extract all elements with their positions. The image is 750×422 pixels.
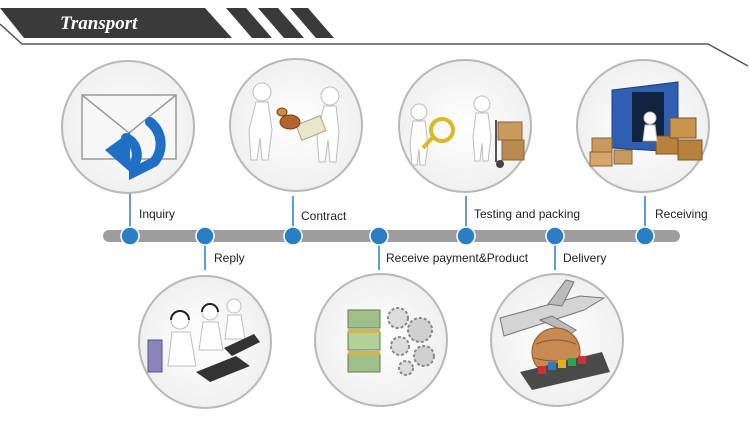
- timeline-nodes: [120, 226, 655, 246]
- node-payment: [369, 226, 389, 246]
- money-gears-icon: [347, 307, 435, 376]
- header: Transport: [0, 8, 749, 67]
- header-banner: [0, 8, 232, 38]
- step-circle-reply: [138, 275, 272, 409]
- step-circle-receiving: [576, 59, 710, 193]
- step-circle-testing: [398, 59, 532, 193]
- node-inquiry: [120, 226, 140, 246]
- contract-handshake-icon: [248, 82, 340, 163]
- container-boxes-icon: [589, 81, 703, 167]
- step-label-testing: Testing and packing: [474, 207, 580, 221]
- step-circle-delivery: [490, 273, 624, 407]
- step-label-contract: Contract: [301, 209, 347, 223]
- header-stripe: [290, 8, 334, 38]
- node-delivery: [545, 226, 565, 246]
- node-receiving: [635, 226, 655, 246]
- call-center-icon: [147, 298, 260, 382]
- step-label-receiving: Receiving: [655, 207, 708, 221]
- header-stripe: [226, 8, 272, 38]
- step-label-inquiry: Inquiry: [139, 207, 175, 221]
- globe-shipping-icon: [499, 279, 610, 390]
- envelope-reply-icon: [81, 94, 177, 181]
- step-label-reply: Reply: [214, 251, 245, 265]
- header-underline: [0, 23, 749, 67]
- step-circle-payment: [314, 273, 448, 407]
- timeline-bar: [103, 230, 680, 242]
- step-label-payment: Receive payment&Product: [386, 251, 529, 265]
- step-circle-contract: [229, 58, 363, 192]
- inspection-icon: [409, 95, 525, 168]
- step-circle-inquiry: [61, 60, 195, 194]
- node-contract: [283, 226, 303, 246]
- step-label-delivery: Delivery: [563, 251, 606, 265]
- node-testing: [456, 226, 476, 246]
- page-title: Transport: [60, 13, 138, 34]
- header-stripe: [258, 8, 304, 38]
- node-reply: [195, 226, 215, 246]
